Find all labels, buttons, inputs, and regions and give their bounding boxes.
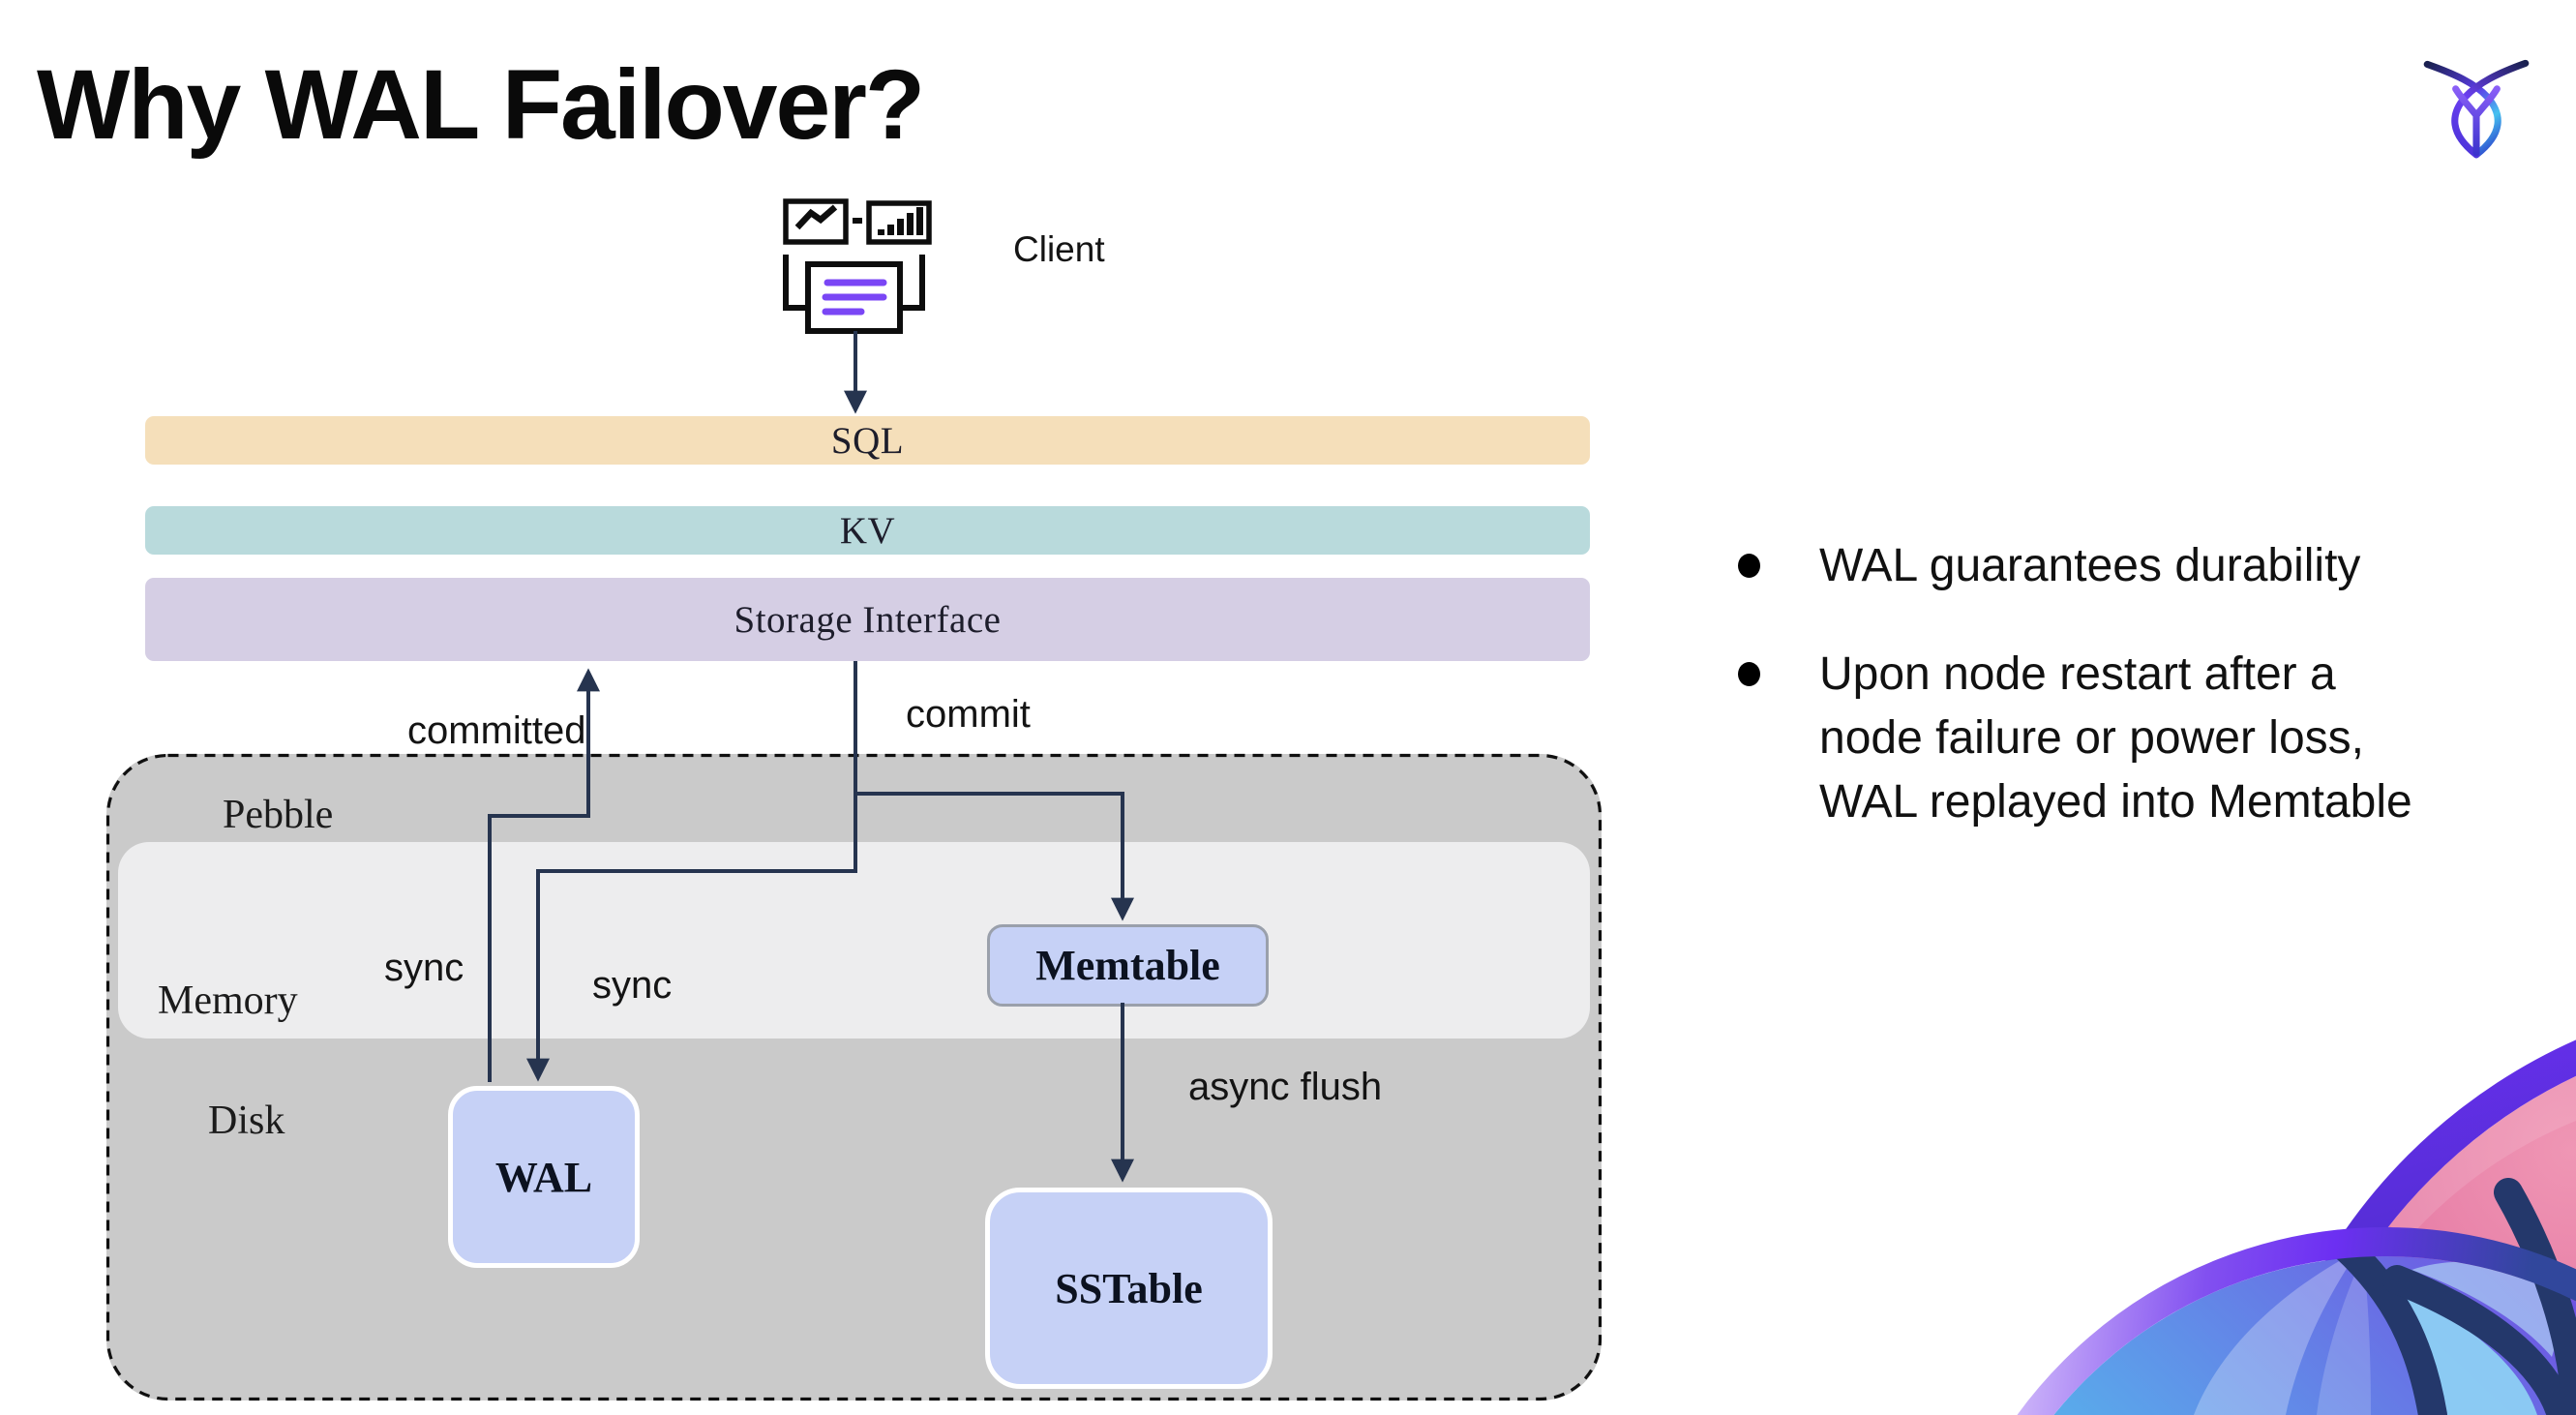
cockroachdb-logo-icon: [2423, 59, 2530, 159]
sstable-label: SSTable: [1055, 1264, 1203, 1312]
sql-layer-bar: SQL: [145, 416, 1590, 465]
bullet-text: WAL replayed into Memtable: [1819, 776, 2412, 828]
memory-band: [118, 842, 1590, 1039]
sync-commit-label: sync: [592, 964, 673, 1007]
bullet-icon: [1738, 554, 1760, 578]
async-flush-label: async flush: [1188, 1066, 1383, 1108]
page-title: Why WAL Failover?: [37, 49, 925, 160]
bullet-list: WAL guarantees durability Upon node rest…: [1734, 534, 2566, 879]
storage-interface-bar: Storage Interface: [145, 578, 1590, 661]
memtable-label: Memtable: [1035, 942, 1220, 989]
sstable-node: SSTable: [985, 1188, 1273, 1389]
pebble-label: Pebble: [223, 793, 334, 837]
list-item: Upon node restart after a node failure o…: [1734, 643, 2566, 834]
kv-layer-bar: KV: [145, 506, 1590, 555]
brand-decoration: [2017, 997, 2576, 1415]
bullet-text: node failure or power loss,: [1819, 712, 2364, 764]
sync-wal-label: sync: [384, 947, 464, 989]
client-dashboard-icon: [783, 198, 932, 334]
storage-interface-label: Storage Interface: [734, 598, 1002, 641]
bullet-text: WAL guarantees durability: [1819, 540, 2361, 591]
bullet-icon: [1738, 662, 1760, 686]
bullet-text: Upon node restart after a: [1819, 648, 2336, 700]
wal-node: WAL: [448, 1086, 640, 1268]
sql-layer-label: SQL: [830, 419, 905, 462]
memtable-node: Memtable: [987, 924, 1269, 1007]
list-item: WAL guarantees durability: [1734, 534, 2566, 598]
committed-label: committed: [407, 709, 586, 752]
kv-layer-label: KV: [839, 509, 896, 552]
memory-label: Memory: [158, 978, 298, 1023]
commit-label: commit: [906, 693, 1031, 736]
disk-label: Disk: [208, 1099, 285, 1143]
wal-label: WAL: [494, 1153, 593, 1201]
client-label: Client: [1013, 229, 1105, 269]
